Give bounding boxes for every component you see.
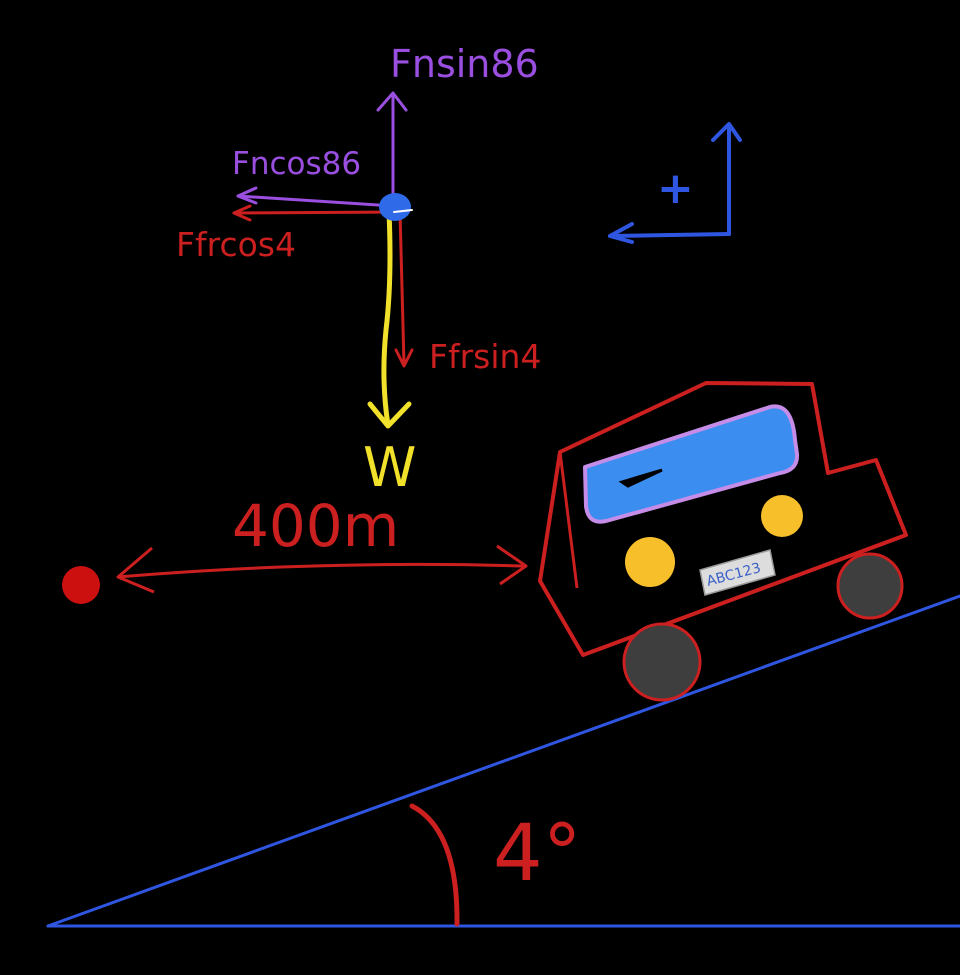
distance-label: 400m: [232, 492, 399, 560]
car: ABC123: [538, 381, 908, 702]
axis-x-arrow: [608, 232, 731, 238]
force-vectors: [232, 91, 414, 429]
car-wheel-front: [836, 552, 904, 620]
ffr-sin-arrowhead: [394, 348, 414, 368]
fn-cos-vector: [236, 194, 395, 208]
distance-arrow-line: [117, 562, 524, 579]
car-body-outline: [538, 381, 908, 657]
axes-indicator: +: [608, 122, 742, 244]
fn-cos-arrowhead: [236, 186, 258, 205]
ffr-sin-label: Ffrsin4: [429, 337, 541, 376]
car-headlight-right: [761, 495, 803, 537]
car-windshield-glare: [618, 468, 663, 488]
distance-marker-dot: [62, 566, 100, 604]
axis-x-arrowhead: [608, 222, 634, 244]
weight-arrowhead: [367, 401, 412, 429]
weight-vector: [381, 209, 393, 428]
incline-slope-line: [46, 594, 960, 928]
ffr-cos-vector: [232, 210, 395, 215]
axes-positive-sign: +: [657, 163, 694, 214]
axis-y-arrowhead: [711, 122, 742, 142]
license-plate-frame: [699, 549, 776, 596]
distance-annotation: 400m: [62, 492, 528, 604]
incline: [46, 594, 960, 928]
fn-sin-arrowhead: [376, 91, 408, 112]
car-windshield: [583, 404, 800, 524]
car-wheel-rear: [622, 622, 702, 702]
fn-sin-label: Fnsin86: [390, 42, 539, 86]
body-point-highlight: [393, 209, 413, 213]
angle-label: 4°: [493, 809, 582, 899]
distance-arrow-right-head: [496, 544, 528, 586]
force-labels: Fnsin86 Fncos86 Ffrcos4 Ffrsin4 W: [176, 42, 541, 499]
angle-arc: [409, 803, 460, 927]
body-point: [379, 193, 411, 221]
distance-arrow-left-head: [116, 546, 155, 594]
fn-cos-label: Fncos86: [232, 146, 361, 182]
weight-label: W: [363, 436, 416, 499]
ffr-cos-arrowhead: [232, 204, 252, 222]
car-cabin-line: [558, 451, 579, 589]
car-headlight-left: [625, 537, 675, 587]
ffr-sin-vector: [398, 210, 406, 366]
ffr-cos-label: Ffrcos4: [176, 225, 296, 264]
